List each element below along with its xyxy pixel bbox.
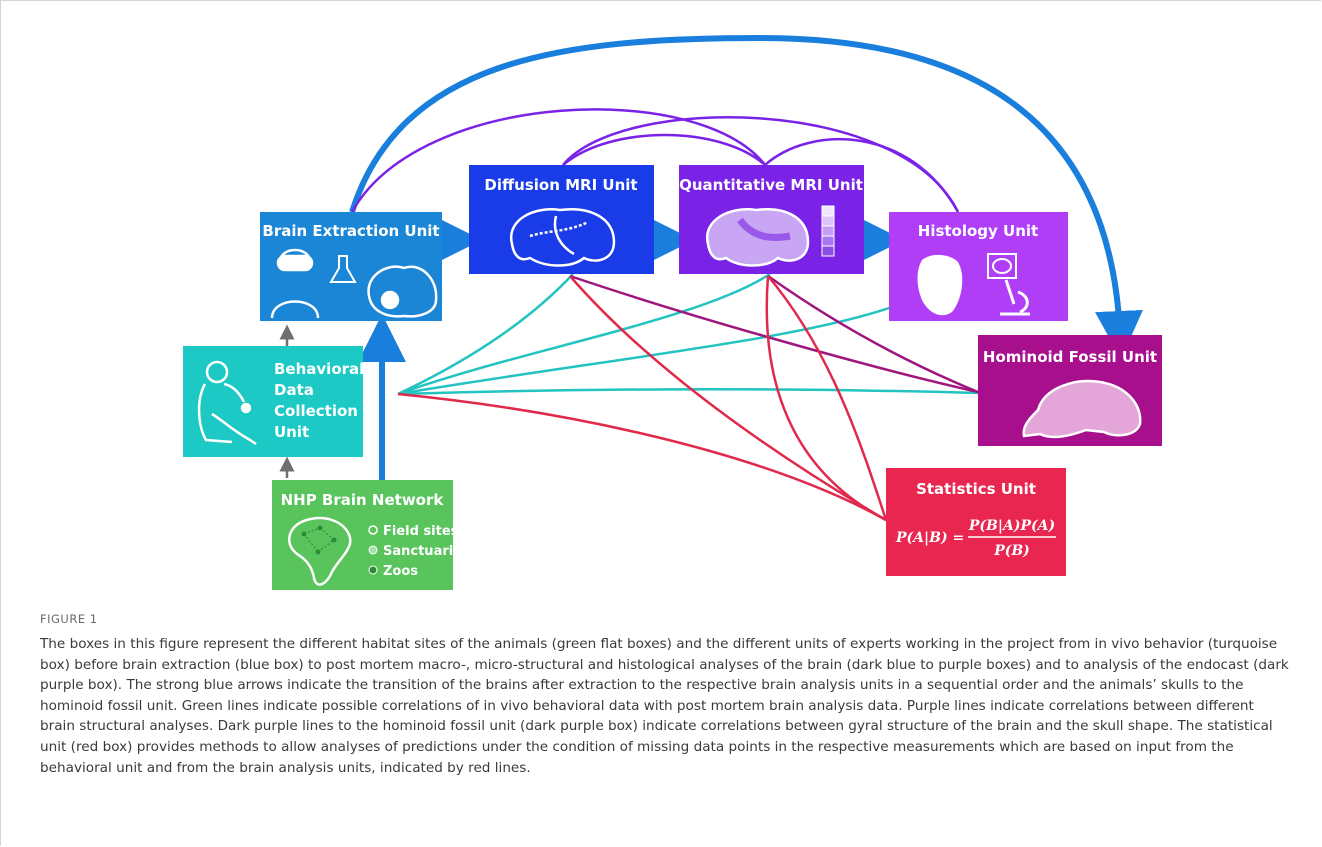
quantitative-mri-title: Quantitative MRI Unit (679, 176, 863, 194)
diffusion-mri-unit: Diffusion MRI Unit (469, 165, 654, 274)
connection-lines (279, 34, 1143, 522)
behavioral-title-line-4: Unit (274, 423, 309, 441)
nhp-network-title: NHP Brain Network (281, 491, 445, 509)
green-behavior-to-diffusion (397, 273, 574, 396)
brain-extraction-unit: Brain Extraction Unit (260, 212, 442, 321)
legend-zoos: Zoos (383, 564, 418, 579)
statistics-title: Statistics Unit (916, 480, 1036, 498)
ape-icon (197, 360, 257, 446)
hominoid-fossil-title: Hominoid Fossil Unit (983, 348, 1157, 366)
workflow-diagram: Brain Extraction Unit Diffusion MRI Unit… (183, 34, 1162, 590)
green-behavior-to-fossil (397, 388, 979, 396)
diffusion-mri-title: Diffusion MRI Unit (484, 176, 637, 194)
caption-text: The boxes in this figure represent the d… (40, 636, 1289, 776)
brain-map-icon (705, 208, 810, 267)
red-quant-to-stats (765, 275, 887, 522)
red-quant-to-stats-2 (767, 275, 888, 521)
formula-lhs: P(A|B) = (895, 530, 964, 546)
figure-caption: FIGURE 1 The boxes in this figure repres… (40, 612, 1290, 778)
arc-quant-to-histology (764, 137, 960, 213)
zoos-marker (368, 565, 378, 575)
brain-section-icon (917, 254, 963, 316)
green-behavior-to-quant (397, 272, 771, 396)
histology-unit: Histology Unit (889, 212, 1068, 321)
microscope-icon (1000, 279, 1030, 316)
figure-label: FIGURE 1 (40, 612, 98, 626)
field-sites-marker (368, 525, 378, 535)
red-behavior-to-stats (397, 392, 887, 522)
behavioral-data-unit: Behavioral Data Collection Unit (183, 346, 364, 457)
legend-sanctuaries: Sanctuaries (383, 544, 470, 559)
quantitative-mri-unit: Quantitative MRI Unit (679, 165, 864, 274)
darkpurple-diffusion-to-fossil (569, 274, 979, 394)
scientist-icon (270, 248, 320, 319)
arc-extraction-to-quant (350, 108, 766, 213)
green-behavior-to-histology (397, 304, 896, 396)
legend-field-sites: Field sites (383, 524, 459, 539)
statistics-unit: Statistics Unit P(A|B) = P(B|A)P(A) P(B) (886, 468, 1066, 576)
formula-denominator: P(B) (993, 543, 1030, 559)
color-scale-icon (821, 205, 835, 257)
behavioral-title-line-1: Behavioral (274, 360, 364, 378)
sanctuaries-marker (368, 545, 378, 555)
animal-head-icon (367, 265, 438, 318)
hominoid-fossil-unit: Hominoid Fossil Unit (978, 335, 1162, 446)
africa-map-icon (288, 516, 352, 586)
red-diffusion-to-stats (569, 275, 887, 522)
tissue-slide-icon (987, 253, 1017, 279)
skull-icon (1022, 379, 1142, 439)
flask-icon (329, 255, 357, 283)
darkpurple-quant-to-fossil (767, 274, 979, 394)
arc-extraction-to-fossil (349, 34, 1143, 359)
behavioral-title-line-2: Data (274, 381, 314, 399)
brain-extraction-title: Brain Extraction Unit (262, 222, 439, 240)
network-legend: Field sites Sanctuaries Zoos (368, 524, 470, 579)
histology-title: Histology Unit (918, 222, 1038, 240)
behavioral-title-line-3: Collection (274, 402, 358, 420)
arc-diffusion-to-quant (562, 133, 766, 166)
nhp-brain-network: NHP Brain Network Field sites Sanctuarie… (272, 480, 470, 590)
brain-icon (509, 208, 616, 267)
formula-numerator: P(B|A)P(A) (968, 518, 1055, 534)
